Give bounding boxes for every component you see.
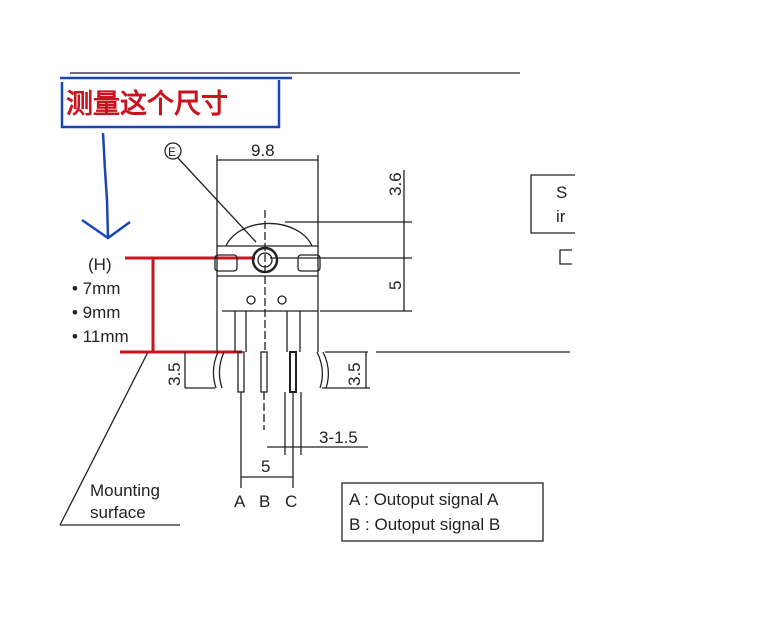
encoder-body [214,210,321,352]
annotation-box: 测量这个尺寸 [60,76,292,129]
legend-line: B : Outoput signal B [349,515,500,534]
svg-text:S: S [556,183,567,202]
annotation-title: 测量这个尺寸 [66,88,228,120]
svg-text:ir: ir [556,207,566,226]
dim-top-text: 3.6 [386,172,405,196]
left-leg [212,351,225,389]
dim-pin-spacing-text: 5 [261,457,270,476]
partial-note-box: S ir [530,174,575,265]
svg-text:E: E [168,145,176,159]
pin-label-c: C [285,492,297,511]
height-marker [120,256,255,354]
height-option: • 7mm [72,279,120,298]
dim-width-text: 9.8 [251,141,275,160]
dim-pin-width-text: 3-1.5 [319,428,358,447]
dim-mid-text: 5 [386,281,405,290]
svg-text:3.5: 3.5 [165,362,184,386]
svg-text:Mounting: Mounting [90,481,160,500]
width-dimension: 9.8 [216,141,319,352]
mounting-surface-callout: Mounting surface [59,351,180,526]
left-pin-dimension: 3.5 [165,352,215,389]
pin-label-a: A [234,492,246,511]
svg-text:surface: surface [90,503,146,522]
pins: 3-1.5 5 [237,351,368,488]
height-dimensions: 3.6 5 [270,170,412,312]
legend-line: A : Outoput signal A [349,490,499,509]
pin-label-b: B [259,492,270,511]
right-pin-dimension: 3.5 [322,352,370,389]
blue-arrow-icon [81,132,131,240]
right-leg [316,351,330,389]
height-label: (H) [88,255,112,274]
signal-legend: A : Outoput signal A B : Outoput signal … [341,482,544,542]
marker-e: E [164,142,257,243]
height-option: • 9mm [72,303,120,322]
svg-text:3.5: 3.5 [345,362,364,386]
height-option: • 11mm [72,327,129,346]
